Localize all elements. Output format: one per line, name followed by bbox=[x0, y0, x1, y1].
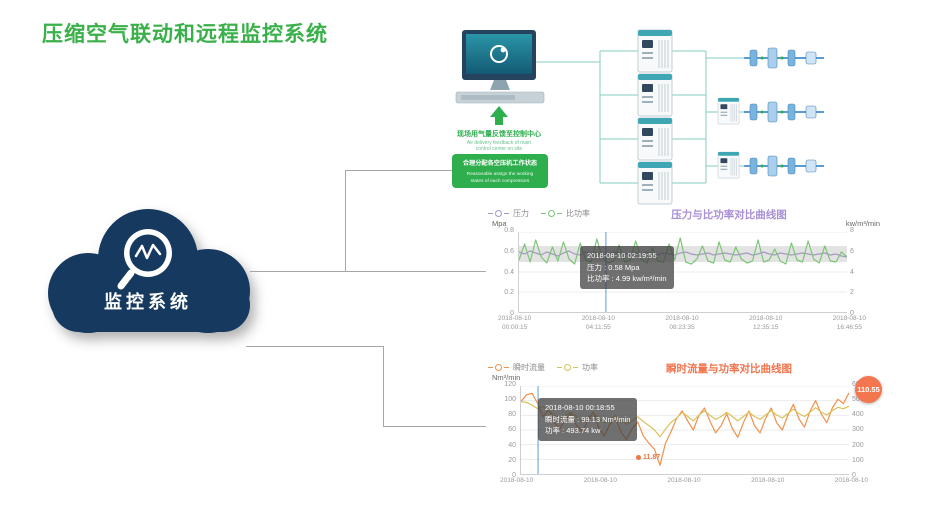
cloud-label: 监控系统 bbox=[104, 292, 192, 312]
connector-line bbox=[345, 170, 457, 171]
y-axis-right-label: kw/m³/min bbox=[845, 219, 880, 228]
control-computer-icon bbox=[455, 30, 545, 104]
legend-label: 瞬时流量 bbox=[513, 363, 545, 372]
legend-marker bbox=[564, 364, 571, 371]
feedback-label-en: control center on site bbox=[476, 146, 523, 152]
compressor-icon bbox=[717, 97, 740, 125]
y-axis-left-label: Nm³/min bbox=[492, 373, 521, 382]
legend-item-flow: 瞬时流量 bbox=[488, 362, 545, 373]
assign-label-en: states of each compressors bbox=[471, 178, 530, 184]
legend-marker bbox=[495, 364, 502, 371]
legend-label: 压力 bbox=[513, 209, 529, 218]
chart-legend: 压力 比功率 bbox=[488, 208, 590, 219]
legend-marker bbox=[557, 367, 562, 368]
compressor-icon bbox=[637, 117, 673, 161]
tooltip-value: 瞬时流量 : 99.13 Nm³/min bbox=[545, 414, 631, 424]
max-value-badge: 110.55 bbox=[855, 376, 882, 403]
legend-marker bbox=[557, 213, 562, 214]
tooltip-value: 比功率 : 4.99 kw/m³/min bbox=[587, 274, 667, 284]
assign-label-cn: 合理分配各空压机工作状态 bbox=[463, 159, 538, 167]
legend-marker bbox=[488, 213, 493, 214]
magnifier-chart-icon bbox=[117, 229, 172, 290]
pressure-chart-svg bbox=[519, 232, 847, 312]
connector-line bbox=[345, 170, 346, 271]
assign-label-en: Reasonable assign the working bbox=[467, 171, 534, 177]
monitoring-cloud: 监控系统 bbox=[36, 196, 260, 346]
connector-line bbox=[383, 426, 489, 427]
legend-label: 功率 bbox=[582, 363, 598, 372]
legend-item-pressure: 压力 bbox=[488, 208, 529, 219]
compressor-icon bbox=[637, 161, 673, 205]
air-pipeline-icon bbox=[743, 47, 825, 69]
tooltip-time: 2018-08-10 00:18:55 bbox=[545, 403, 615, 412]
legend-marker bbox=[495, 210, 502, 217]
legend-marker bbox=[504, 213, 509, 214]
page-title: 压缩空气联动和远程监控系统 bbox=[42, 23, 328, 46]
min-point-label: 11.87 bbox=[636, 454, 660, 461]
y-axis-left-label: Mpa bbox=[492, 219, 507, 228]
chart-title: 瞬时流量与功率对比曲线图 bbox=[666, 363, 792, 375]
connector-line bbox=[246, 346, 383, 347]
compressor-icon bbox=[637, 73, 673, 117]
feedback-label-en: Air delivery feedback of main bbox=[467, 140, 531, 146]
legend-marker bbox=[488, 367, 493, 368]
legend-marker bbox=[541, 213, 546, 214]
cloud-graphic bbox=[48, 209, 250, 333]
legend-label: 比功率 bbox=[566, 209, 590, 218]
legend-marker bbox=[504, 367, 509, 368]
chart-tooltip: 2018-08-10 00:18:55 瞬时流量 : 99.13 Nm³/min… bbox=[538, 398, 638, 441]
tooltip-value: 压力 : 0.58 Mpa bbox=[587, 262, 640, 272]
compressor-icon bbox=[717, 151, 740, 179]
up-arrow-icon bbox=[490, 106, 508, 125]
chart-legend: 瞬时流量 功率 bbox=[488, 362, 598, 373]
system-diagram: 现场用气量反馈至控制中心 Air delivery feedback of ma… bbox=[448, 24, 830, 210]
diagram-graphic: 现场用气量反馈至控制中心 Air delivery feedback of ma… bbox=[452, 29, 825, 205]
chart-tooltip: 2018-08-10 02:19:55 压力 : 0.58 Mpa 比功率 : … bbox=[580, 246, 674, 289]
tooltip-time: 2018-08-10 02:19:55 bbox=[587, 251, 657, 260]
connector-line bbox=[250, 271, 488, 272]
tooltip-value: 功率 : 493.74 kw bbox=[545, 426, 601, 436]
compressor-icon bbox=[637, 29, 673, 73]
legend-item-specific-power: 比功率 bbox=[541, 208, 590, 219]
air-pipeline-icon bbox=[743, 101, 825, 123]
legend-marker bbox=[548, 210, 555, 217]
legend-marker bbox=[573, 367, 578, 368]
feedback-label-cn: 现场用气量反馈至控制中心 bbox=[457, 129, 541, 138]
plot-area bbox=[518, 232, 847, 313]
air-pipeline-icon bbox=[743, 155, 825, 177]
point-marker-icon bbox=[636, 455, 641, 460]
chart-title: 压力与比功率对比曲线图 bbox=[671, 209, 787, 221]
assign-box: 合理分配各空压机工作状态 Reasonable assign the worki… bbox=[452, 154, 548, 188]
legend-item-power: 功率 bbox=[557, 362, 598, 373]
min-point-value: 11.87 bbox=[643, 454, 661, 461]
connector-line bbox=[383, 346, 384, 426]
